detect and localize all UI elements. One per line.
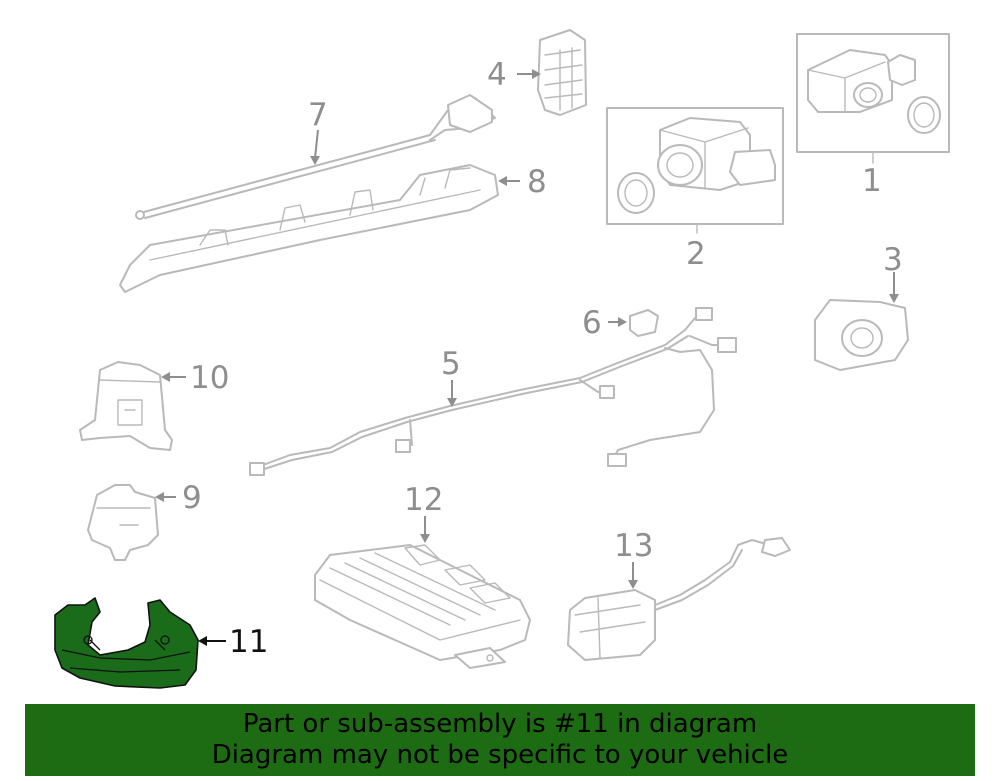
callout-1: 1 — [862, 163, 882, 199]
callout-12: 12 — [404, 482, 443, 518]
callout-arrows — [155, 69, 899, 646]
part-7-harness[interactable] — [135, 94, 496, 220]
part-2-sensor[interactable] — [606, 107, 784, 234]
part-6-clip[interactable] — [629, 309, 659, 337]
callout-3: 3 — [883, 242, 903, 278]
part-13-module[interactable] — [567, 537, 791, 661]
callout-11: 11 — [229, 624, 268, 660]
callout-2: 2 — [686, 236, 706, 272]
part-5-wire-harness[interactable] — [249, 307, 737, 476]
callout-13: 13 — [614, 528, 653, 564]
callout-4: 4 — [487, 57, 507, 93]
part-11-bracket-highlighted[interactable] — [54, 597, 199, 689]
callout-5: 5 — [441, 346, 461, 382]
part-1-sensor[interactable] — [796, 33, 950, 164]
part-4-bracket[interactable] — [537, 29, 587, 116]
part-8-bracket[interactable] — [119, 164, 499, 293]
callout-6: 6 — [582, 305, 602, 341]
callout-10: 10 — [190, 360, 229, 396]
part-12-module[interactable] — [314, 544, 531, 669]
banner-line-2: Diagram may not be specific to your vehi… — [211, 740, 789, 770]
part-10-bracket[interactable] — [79, 361, 173, 451]
parts-diagram: 7 4 8 1 2 3 6 5 10 9 12 13 11 — [54, 29, 950, 689]
part-9-bracket[interactable] — [87, 484, 159, 561]
callout-8: 8 — [527, 164, 547, 200]
info-banner: Part or sub-assembly is #11 in diagram D… — [25, 704, 975, 776]
callout-7: 7 — [308, 97, 328, 133]
banner-line-1: Part or sub-assembly is #11 in diagram — [242, 709, 758, 739]
part-3-bezel[interactable] — [814, 299, 909, 371]
callout-9: 9 — [182, 480, 202, 516]
